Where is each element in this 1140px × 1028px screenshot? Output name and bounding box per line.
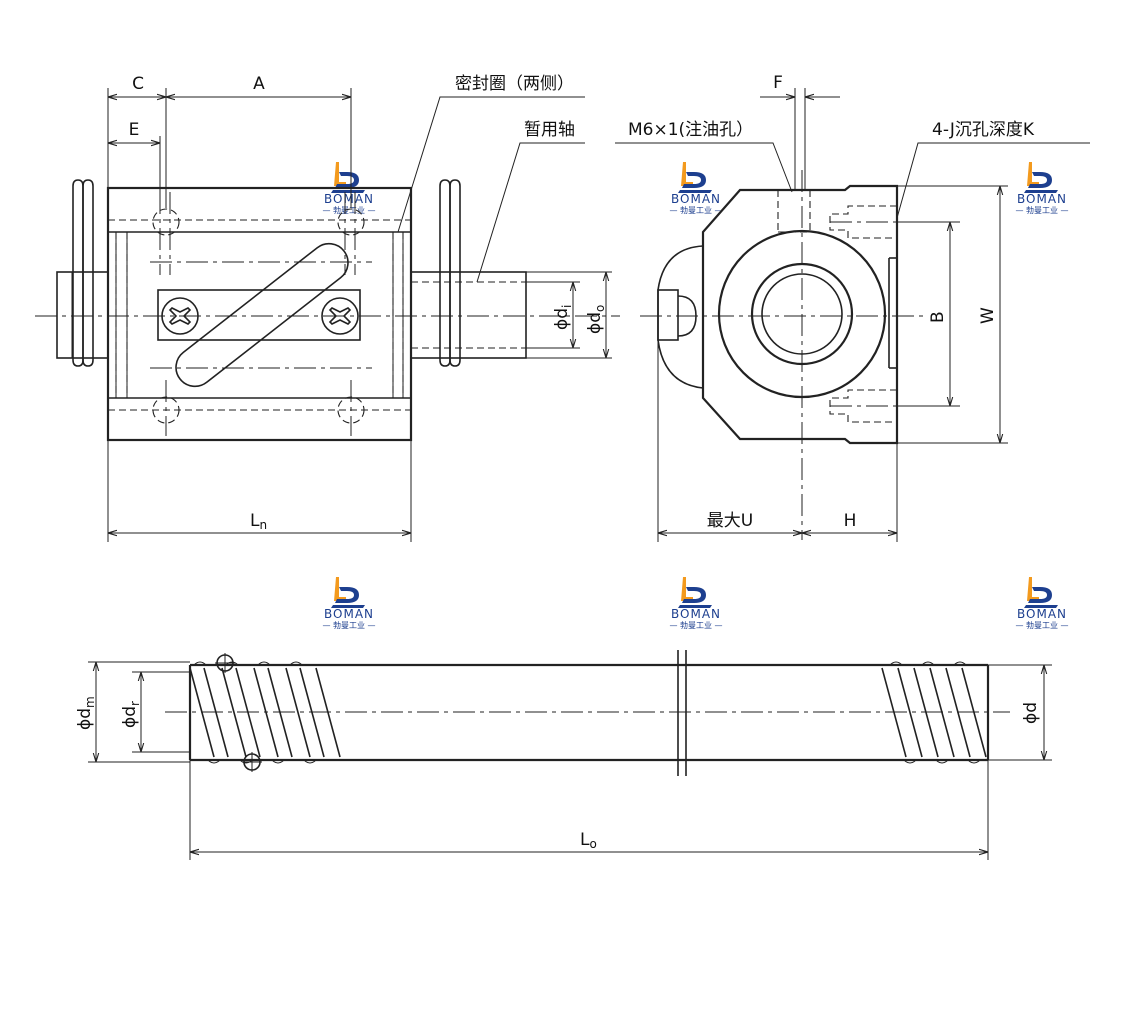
- svg-text:BOMAN: BOMAN: [324, 192, 374, 206]
- svg-text:ϕdi: ϕdi: [552, 305, 574, 330]
- svg-text:— 勃曼工业 —: — 勃曼工业 —: [322, 205, 375, 215]
- boman-logo-1: BOMAN — 勃曼工业 —: [322, 162, 376, 215]
- dim-di-label: ϕdi: [552, 305, 574, 330]
- svg-text:ϕd: ϕd: [1021, 702, 1041, 724]
- svg-text:BOMAN: BOMAN: [1017, 607, 1067, 621]
- dim-W-label: W: [978, 307, 998, 324]
- svg-text:BOMAN: BOMAN: [671, 192, 721, 206]
- boman-logo-4: BOMAN — 勃曼工业 —: [322, 577, 376, 630]
- screw-dimensions: ϕdm ϕdr ϕd Lo: [75, 661, 1052, 860]
- dim-B-label: B: [928, 311, 948, 323]
- svg-text:ϕdr: ϕdr: [120, 701, 142, 728]
- boman-logo-6: BOMAN — 勃曼工业 —: [1015, 577, 1069, 630]
- svg-text:— 勃曼工业 —: — 勃曼工业 —: [669, 205, 722, 215]
- temp-shaft-label: 暂用轴: [524, 120, 575, 140]
- nut-front-view: [35, 179, 620, 442]
- svg-text:BOMAN: BOMAN: [1017, 192, 1067, 206]
- dim-d-label: ϕd: [1021, 702, 1041, 724]
- svg-text:B: B: [928, 311, 948, 323]
- svg-text:BOMAN: BOMAN: [324, 607, 374, 621]
- svg-text:W: W: [978, 307, 998, 324]
- svg-text:— 勃曼工业 —: — 勃曼工业 —: [1015, 205, 1068, 215]
- svg-text:— 勃曼工业 —: — 勃曼工业 —: [322, 620, 375, 630]
- seal-label: 密封圈（两侧）: [455, 74, 574, 94]
- boman-logo-3: BOMAN — 勃曼工业 —: [1015, 162, 1069, 215]
- svg-text:— 勃曼工业 —: — 勃曼工业 —: [669, 620, 722, 630]
- dim-H-label: H: [844, 511, 857, 531]
- svg-text:— 勃曼工业 —: — 勃曼工业 —: [1015, 620, 1068, 630]
- side-view-dimensions: F M6×1(注油孔） 4-J沉孔深度K B W 最大U H: [615, 73, 1090, 542]
- dim-A-label: A: [253, 74, 265, 94]
- dim-max-U-label: 最大U: [707, 511, 753, 531]
- dim-dr-label: ϕdr: [120, 701, 142, 728]
- dim-E-label: E: [129, 120, 140, 140]
- dim-dm-label: ϕdm: [75, 696, 97, 730]
- dim-do-label: ϕdo: [585, 305, 607, 334]
- nut-side-view: [640, 170, 925, 540]
- dim-F-label: F: [773, 73, 783, 93]
- boman-logo-2: BOMAN — 勃曼工业 —: [669, 162, 723, 215]
- svg-text:ϕdm: ϕdm: [75, 696, 97, 730]
- screw-shaft-view: [165, 650, 1010, 776]
- dim-C-label: C: [132, 74, 144, 94]
- dim-Lo-label: Lo: [580, 830, 597, 851]
- boman-logo-5: BOMAN — 勃曼工业 —: [669, 577, 723, 630]
- front-view-dimensions: C A E 密封圈（两侧） 暂用轴 ϕdi ϕdo Ln: [107, 74, 612, 542]
- svg-text:BOMAN: BOMAN: [671, 607, 721, 621]
- oil-hole-label: M6×1(注油孔）: [628, 120, 753, 140]
- counterbore-label: 4-J沉孔深度K: [932, 120, 1035, 140]
- dim-Ln-label: Ln: [250, 511, 267, 532]
- svg-text:ϕdo: ϕdo: [585, 305, 607, 334]
